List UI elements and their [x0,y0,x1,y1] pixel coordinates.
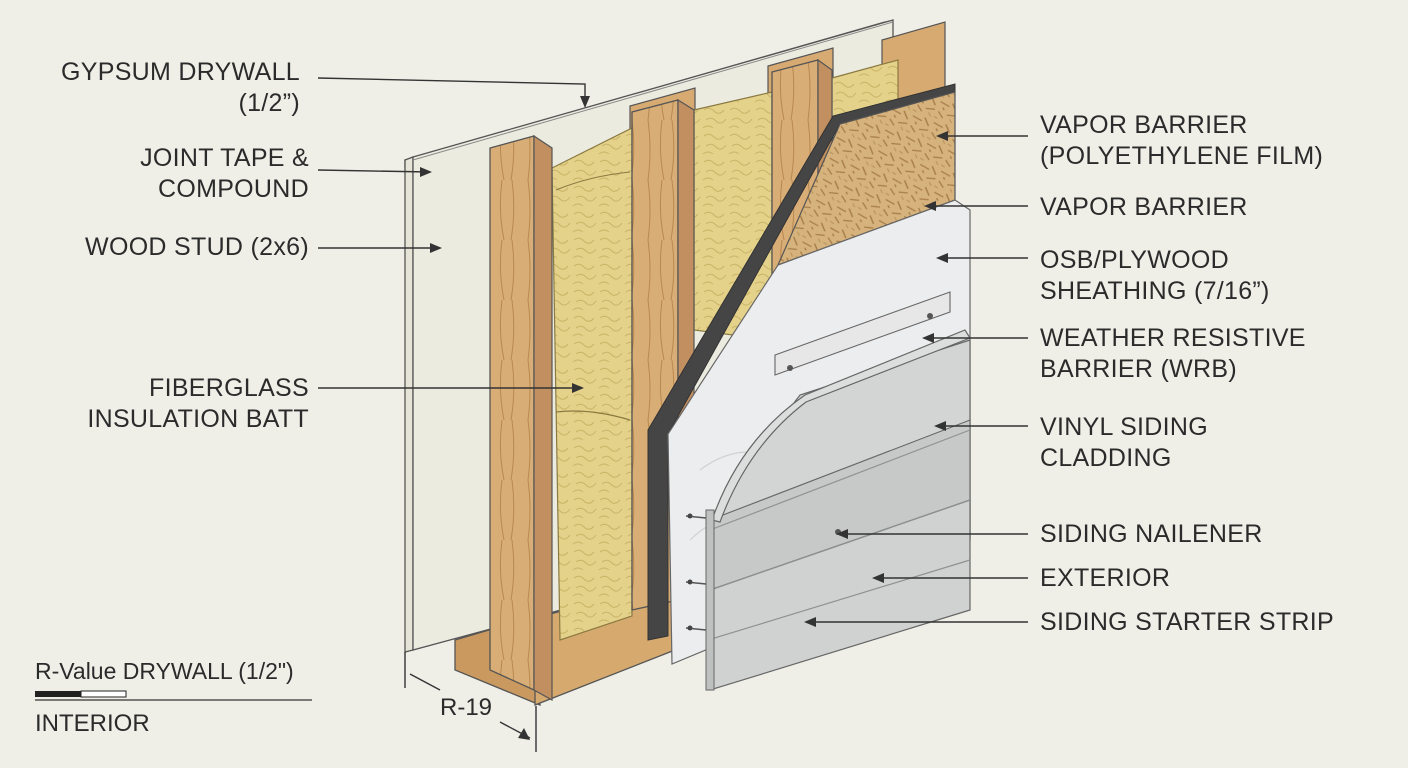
label-line: EXTERIOR [1040,564,1171,592]
label-osb-sheathing: OSB/PLYWOOD SHEATHING (7/16”) [1040,245,1270,307]
label-wood-stud: WOOD STUD (2x6) [85,232,309,263]
label-line: WEATHER RESISTIVE [1040,324,1306,352]
label-line: SIDING NAILENER [1040,520,1263,548]
label-line: INSULATION BATT [87,405,309,433]
label-line: VAPOR BARRIER [1040,111,1248,139]
label-line: BARRIER (WRB) [1040,355,1237,383]
scale-bar [35,690,312,701]
label-line: COMPOUND [157,175,309,203]
label-line: SHEATHING (7/16”) [1040,277,1270,305]
r-value-dimension [404,652,537,752]
label-line: SIDING STARTER STRIP [1040,608,1335,636]
interior-label: INTERIOR [35,710,150,737]
nailing-strip-plate [774,291,951,376]
label-line: CLADDING [1040,444,1172,472]
label-joint-tape: JOINT TAPE & COMPOUND [140,143,309,205]
label-line: JOINT TAPE & [140,144,309,172]
label-exterior: EXTERIOR [1040,563,1170,594]
label-line: (POLYETHYLENE FILM) [1040,142,1324,170]
label-line: FIBERGLASS [149,374,309,402]
label-vapor-barrier: VAPOR BARRIER [1040,192,1248,223]
label-siding-starter-strip: SIDING STARTER STRIP [1040,607,1334,638]
label-vapor-barrier-film: VAPOR BARRIER (POLYETHYLENE FILM) [1040,110,1323,172]
label-fiberglass: FIBERGLASS INSULATION BATT [87,373,309,435]
label-line: OSB/PLYWOOD [1040,246,1229,274]
label-siding-nailener: SIDING NAILENER [1040,519,1263,550]
r-value-label: R-19 [440,694,493,721]
label-line: VINYL SIDING [1040,413,1208,441]
leader-arrowheads [420,96,948,627]
label-line: (1/2”) [238,89,300,117]
scale-title: R-Value DRYWALL (1/2") [35,658,294,684]
label-gypsum-drywall: GYPSUM DRYWALL (1/2”) [61,57,300,119]
vinyl-siding-panels [685,329,971,691]
label-line: VAPOR BARRIER [1040,193,1248,221]
label-line: WOOD STUD (2x6) [85,233,309,261]
label-line: GYPSUM DRYWALL [61,58,300,86]
label-vinyl-siding: VINYL SIDING CLADDING [1040,412,1208,474]
label-wrb: WEATHER RESISTIVE BARRIER (WRB) [1040,323,1306,385]
